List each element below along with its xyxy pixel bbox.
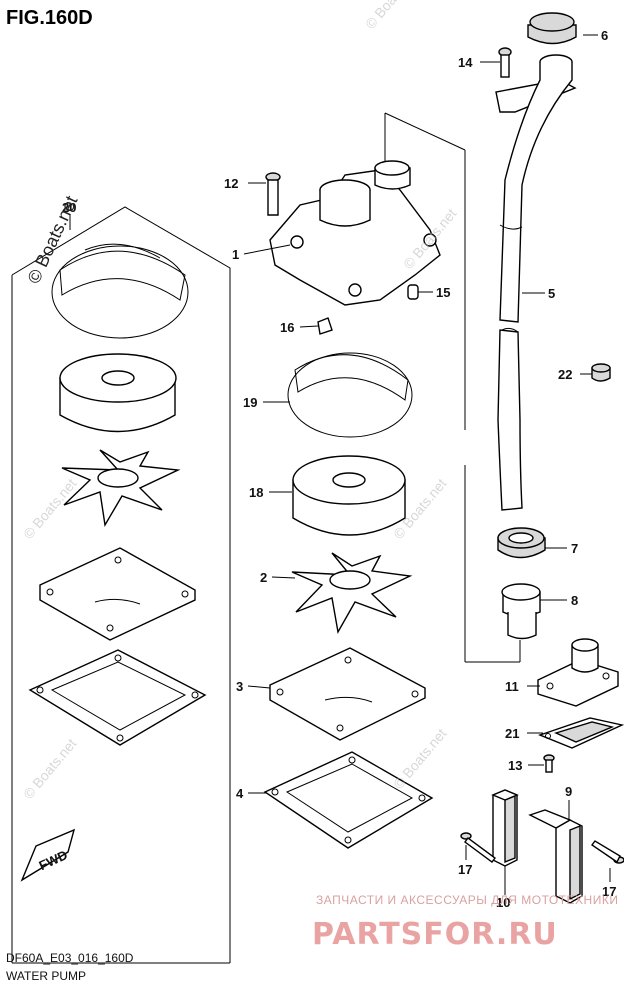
callout-21: 21 — [505, 726, 519, 741]
joint-11 — [537, 638, 619, 707]
callout-15: 15 — [436, 285, 450, 300]
callout-1: 1 — [232, 247, 239, 262]
callout-20: 20 — [62, 200, 76, 215]
watermark-shop-tagline: ЗАПЧАСТИ И АКСЕССУАРЫ ДЛЯ МОТОТЕХНИКИ — [316, 893, 618, 907]
watermark-copyright-5: © Boats.net — [20, 735, 79, 802]
callout-7: 7 — [571, 541, 578, 556]
footer-code: DF60A_E03_016_160D — [6, 951, 134, 965]
watermark-copyright-3: © Boats.net — [20, 475, 79, 542]
kit-seal-ring — [51, 243, 189, 339]
callout-17-left: 17 — [458, 862, 472, 877]
kit-box — [11, 206, 231, 964]
water-tube-5 — [497, 54, 573, 511]
grommet-22 — [591, 363, 611, 382]
callout-14: 14 — [458, 55, 473, 70]
screw-17b — [591, 840, 624, 864]
kit-gasket — [28, 649, 207, 746]
key-16 — [317, 317, 333, 335]
grommet-7 — [497, 527, 546, 559]
callout-11: 11 — [505, 679, 519, 694]
callout-2: 2 — [260, 570, 267, 585]
callout-8: 8 — [571, 593, 578, 608]
callout-18: 18 — [249, 485, 263, 500]
seal-ring-19 — [287, 352, 413, 438]
footer-name: WATER PUMP — [6, 969, 86, 983]
grommet-6 — [527, 12, 577, 45]
watermark-copyright-main: © Boats.net — [23, 193, 81, 287]
bolt-12 — [265, 172, 281, 216]
kit-plate — [39, 547, 196, 641]
pump-case — [269, 160, 441, 306]
fwd-badge: FWD — [20, 828, 76, 882]
strainer-21 — [537, 717, 624, 749]
plate-3 — [269, 647, 426, 741]
bolt-13 — [543, 754, 555, 773]
grommet-8 — [501, 583, 541, 640]
pin-15 — [407, 284, 419, 300]
kit-impeller-liner — [59, 353, 177, 433]
anode-10 — [491, 789, 519, 867]
assembly-box — [384, 112, 521, 663]
callouts: 1 2 3 4 5 6 7 8 9 10 11 12 13 14 15 16 1… — [62, 28, 616, 910]
impeller-2 — [291, 552, 413, 635]
callout-17-right: 17 — [602, 884, 616, 899]
callout-5: 5 — [548, 286, 555, 301]
callout-9: 9 — [565, 784, 572, 799]
impeller-liner-18 — [292, 455, 406, 536]
watermark-copyright-1: © Boats.net — [362, 0, 421, 32]
watermark-shop-brand: PARTSFOR.RU — [312, 917, 558, 952]
callout-13: 13 — [508, 758, 522, 773]
callout-16: 16 — [280, 320, 294, 335]
figure-title: FIG.160D — [6, 7, 93, 29]
kit-impeller — [61, 449, 181, 528]
callout-19: 19 — [243, 395, 257, 410]
screw-17a — [460, 832, 496, 863]
gasket-4 — [263, 751, 434, 849]
callout-10: 10 — [496, 895, 510, 910]
leader-lines — [69, 34, 611, 895]
callout-6: 6 — [601, 28, 608, 43]
callout-22: 22 — [558, 367, 572, 382]
callout-12: 12 — [224, 176, 238, 191]
callout-3: 3 — [236, 679, 243, 694]
watermark-copyright-6: © Boats.net — [390, 725, 449, 792]
callout-4: 4 — [236, 786, 244, 801]
anode-9 — [528, 809, 583, 904]
